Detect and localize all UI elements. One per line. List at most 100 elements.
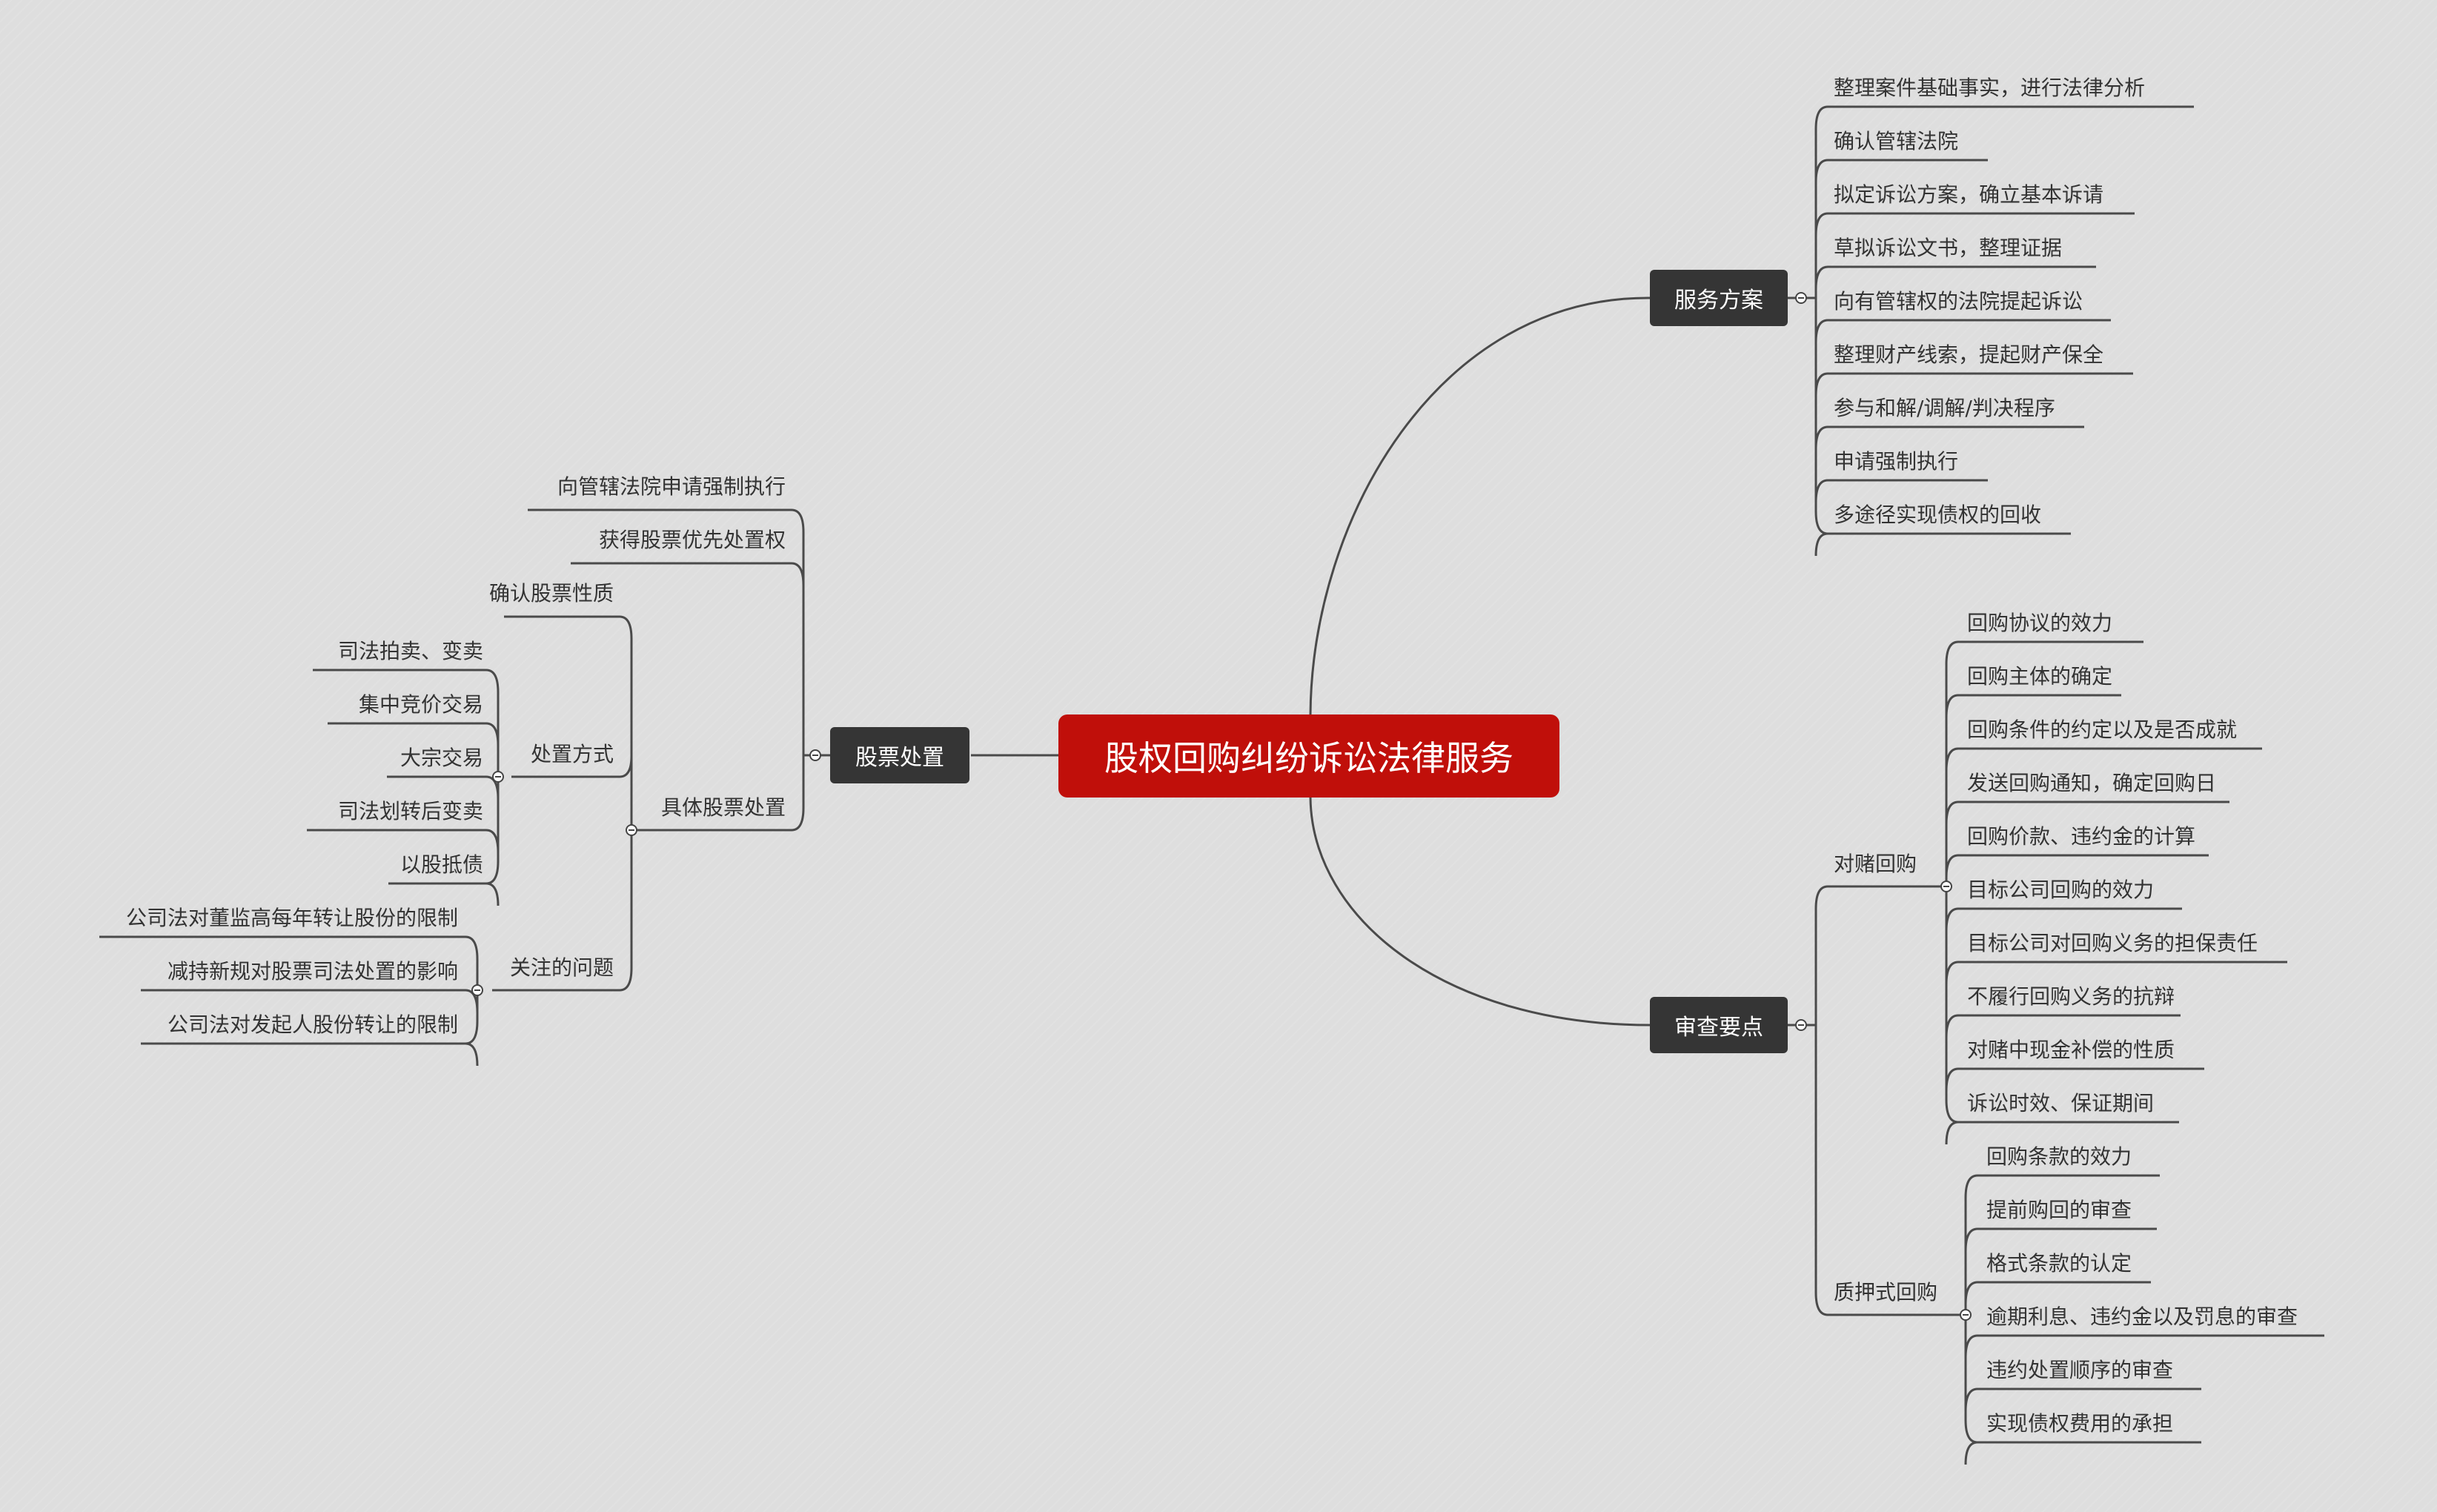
root-topic[interactable]: 股权回购纠纷诉讼法律服务: [1058, 714, 1559, 798]
collapse-methods-icon[interactable]: [492, 771, 504, 783]
connector-vam: [1814, 885, 1940, 909]
service-item[interactable]: 拟定诉讼方案，确立基本诉请: [1834, 182, 2104, 207]
issue-item[interactable]: 公司法对发起人股份转让的限制: [167, 1012, 458, 1037]
connector-pledge-item: [1964, 1227, 2157, 1252]
pledge-item[interactable]: 逾期利息、违约金以及罚息的审查: [1986, 1304, 2298, 1329]
connector-pledge: [1814, 1292, 1963, 1316]
service-item[interactable]: 确认管辖法院: [1834, 129, 1959, 153]
connector-vam-item: [1945, 747, 2262, 772]
pledge-item[interactable]: 实现债权费用的承担: [1986, 1411, 2174, 1436]
issue-item[interactable]: 减持新规对股票司法处置的影响: [167, 959, 458, 984]
service-plan-topic[interactable]: 服务方案: [1650, 270, 1788, 326]
collapse-pledge-icon[interactable]: [1960, 1309, 1972, 1321]
disposal-methods-topic[interactable]: 处置方式: [530, 742, 614, 766]
connector-pledge-item: [1964, 1387, 2201, 1412]
connector-service-item: [1814, 532, 2071, 557]
collapse-vam-icon[interactable]: [1940, 881, 1952, 892]
method-item[interactable]: 以股抵债: [399, 852, 483, 877]
connector-service-item: [1814, 319, 2111, 343]
stock-disposal-topic[interactable]: 股票处置: [830, 727, 969, 783]
connector-service-item: [1814, 212, 2135, 236]
vam-item[interactable]: 回购条件的约定以及是否成就: [1967, 717, 2238, 742]
service-item[interactable]: 申请强制执行: [1834, 449, 1959, 474]
connector-pledge-item: [1964, 1281, 2151, 1305]
connector-methods-end: [485, 861, 500, 885]
connector-issue-item: [141, 989, 479, 1013]
service-item[interactable]: 整理案件基础事实，进行法律分析: [1834, 76, 2146, 100]
issue-item[interactable]: 公司法对董监高每年转让股份的限制: [125, 906, 458, 930]
connector-vam-item: [1945, 961, 2287, 985]
pledge-item[interactable]: 提前购回的审查: [1986, 1198, 2132, 1222]
connector-method-item: [328, 722, 500, 746]
connector-stock-item: [571, 562, 805, 586]
connector-vam-item: [1945, 1067, 2204, 1092]
collapse-stock-icon[interactable]: [809, 749, 821, 761]
connector-root-review: [1309, 797, 1651, 1027]
pledge-item[interactable]: 回购条款的效力: [1986, 1144, 2132, 1169]
connector-vam-item: [1945, 694, 2121, 718]
connector-method-item: [387, 775, 500, 800]
review-points-topic[interactable]: 审查要点: [1650, 997, 1788, 1053]
connector-pledge-end: [1964, 1419, 1978, 1444]
collapse-issues-icon[interactable]: [471, 984, 483, 996]
connector-service-item: [1814, 372, 2133, 397]
connector-pledge-item: [1964, 1441, 2201, 1465]
connector-issues: [492, 967, 633, 992]
connector-vam-item: [1945, 1121, 2179, 1145]
collapse-specific-icon[interactable]: [626, 824, 637, 836]
service-item[interactable]: 草拟诉讼文书，整理证据: [1834, 236, 2063, 260]
connector-service-end: [1814, 511, 1828, 535]
stock-item[interactable]: 获得股票优先处置权: [598, 528, 786, 552]
connector-confirm: [504, 615, 633, 640]
connector-vam-item: [1945, 800, 2229, 825]
connector-issue-item: [99, 935, 479, 960]
vam-item[interactable]: 回购价款、违约金的计算: [1967, 824, 2196, 849]
connector-service-item: [1814, 425, 2084, 450]
method-item[interactable]: 大宗交易: [399, 746, 483, 770]
connector-root-service: [1309, 296, 1651, 715]
connector-stock-item: [528, 508, 805, 533]
service-item[interactable]: 参与和解/调解/判决程序: [1834, 396, 2055, 420]
method-item[interactable]: 集中竞价交易: [358, 692, 483, 717]
confirm-stock-nature[interactable]: 确认股票性质: [488, 581, 614, 606]
vam-item[interactable]: 回购协议的效力: [1967, 611, 2113, 635]
connector-specific: [643, 807, 805, 832]
connector-service-item: [1814, 265, 2096, 290]
service-item[interactable]: 整理财产线索，提起财产保全: [1834, 342, 2104, 367]
connector-pledge-item: [1964, 1334, 2324, 1359]
pledge-item[interactable]: 格式条款的认定: [1986, 1251, 2132, 1276]
connector-issue-item: [141, 1042, 479, 1067]
connector-method-item: [313, 669, 500, 693]
vam-item[interactable]: 目标公司对回购义务的担保责任: [1967, 931, 2258, 955]
connector-vam-item: [1945, 854, 2209, 878]
connector-issues-end: [465, 1021, 479, 1045]
vam-item[interactable]: 目标公司回购的效力: [1967, 878, 2155, 902]
connector-method-item: [307, 829, 500, 853]
vam-item[interactable]: 回购主体的确定: [1967, 664, 2113, 689]
connector-methods: [511, 755, 633, 778]
vam-buyback-topic[interactable]: 对赌回购: [1834, 852, 1917, 876]
connector-vam-item: [1945, 1014, 2181, 1038]
connector-vam-item: [1945, 640, 2143, 665]
pledge-item[interactable]: 违约处置顺序的审查: [1986, 1358, 2174, 1382]
connector-service-item: [1814, 479, 1988, 503]
vam-item[interactable]: 不履行回购义务的抗辩: [1967, 984, 2175, 1009]
specific-disposal-topic[interactable]: 具体股票处置: [660, 795, 786, 820]
connector-method-item: [388, 882, 500, 906]
vam-item[interactable]: 发送回购通知，确定回购日: [1967, 771, 2217, 795]
stock-item[interactable]: 向管辖法院申请强制执行: [557, 474, 786, 499]
method-item[interactable]: 司法划转后变卖: [337, 799, 483, 823]
connector-service-item: [1814, 105, 2194, 130]
issues-topic[interactable]: 关注的问题: [509, 955, 614, 980]
collapse-review-icon[interactable]: [1795, 1019, 1807, 1031]
service-item[interactable]: 多途径实现债权的回收: [1834, 503, 2042, 527]
connector-vam-end: [1945, 1099, 1959, 1124]
pledge-buyback-topic[interactable]: 质押式回购: [1834, 1280, 1938, 1304]
method-item[interactable]: 司法拍卖、变卖: [337, 639, 483, 663]
connector-pledge-item: [1964, 1174, 2160, 1198]
service-item[interactable]: 向有管辖权的法院提起诉讼: [1834, 289, 2083, 314]
vam-item[interactable]: 对赌中现金补偿的性质: [1967, 1038, 2175, 1062]
vam-item[interactable]: 诉讼时效、保证期间: [1967, 1091, 2155, 1115]
collapse-service-icon[interactable]: [1795, 292, 1807, 304]
